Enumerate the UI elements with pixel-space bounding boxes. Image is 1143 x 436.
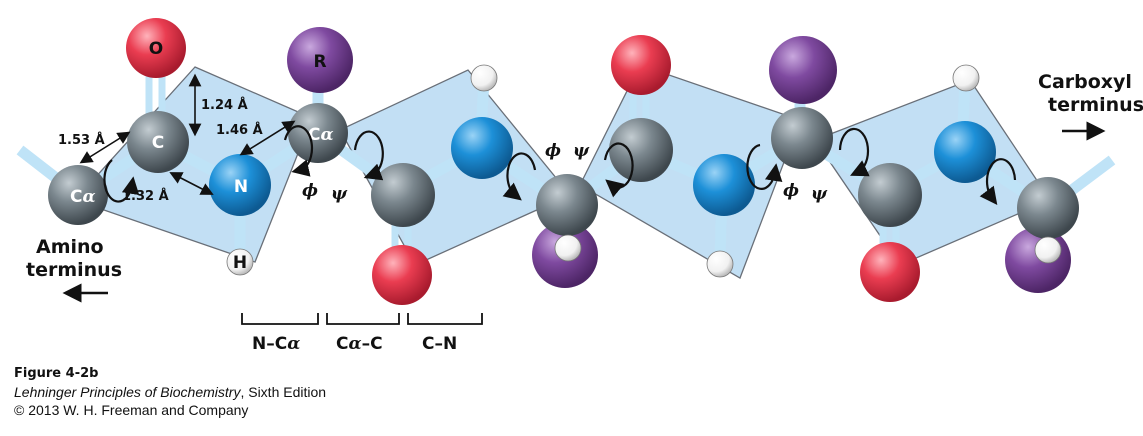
book-credit: Lehninger Principles of Biochemistry, Si…: [14, 384, 326, 400]
carboxyl-terminus-line2: terminus: [1048, 94, 1143, 116]
atom-nitrogen-1: [209, 154, 271, 216]
copyright: © 2013 W. H. Freeman and Company: [14, 402, 249, 418]
bracket-label-ca-c: Cα–C: [336, 334, 383, 354]
measure-ca-c: 1.53 Å: [58, 132, 105, 148]
atom-r-group-3: [769, 36, 837, 104]
atom-labels: O C N H R Cα Cα: [70, 39, 334, 273]
label-oxygen: O: [149, 39, 163, 59]
atom-nitrogen-3: [693, 154, 755, 216]
amino-terminus: Amino terminus: [26, 236, 122, 303]
torsion-angle-labels: ϕ ψ ϕ ψ ϕ ψ: [302, 141, 828, 204]
label-c-alpha-2: Cα: [308, 125, 334, 145]
psi-label-3: ψ: [811, 184, 828, 204]
measure-c-o: 1.24 Å: [201, 97, 248, 113]
atom-c-alpha-5: [1017, 177, 1079, 239]
atom-c-alpha-4: [771, 107, 833, 169]
atom-carbon-4: [858, 163, 922, 227]
figure-number: Figure 4-2b: [14, 366, 99, 381]
rotation-arrows: [103, 125, 1017, 206]
atom-oxygen-1: [126, 18, 186, 78]
atom-oxygen-2: [372, 245, 432, 305]
bracket-label-n-ca: N–Cα: [252, 334, 300, 354]
atom-nitrogen-4: [934, 121, 996, 183]
atom-hydrogen-1: [226, 248, 254, 276]
atom-c-alpha-1: [48, 165, 108, 225]
bond-labels: N–Cα Cα–C C–N: [252, 334, 457, 354]
bracket-label-ca-c-c: C: [336, 334, 348, 354]
label-c-alpha-1: Cα: [70, 187, 96, 207]
phi-label-1: ϕ: [302, 181, 318, 201]
bracket-label-ca-c-suffix: –C: [362, 334, 383, 354]
bracket-label-ca-c-sub: α: [348, 334, 361, 354]
label-carbon: C: [152, 133, 164, 153]
bond-brackets: [241, 313, 483, 325]
atom-carbon-1: [127, 111, 189, 173]
atom-hydrogen-3: [554, 234, 582, 262]
atom-carbon-3: [609, 118, 673, 182]
label-hydrogen: H: [233, 253, 247, 273]
amino-terminus-line2: terminus: [26, 259, 122, 281]
atom-oxygen-4: [860, 242, 920, 302]
atom-oxygen-3: [611, 35, 671, 95]
phi-label-3: ϕ: [783, 181, 799, 201]
atom-carbon-2: [371, 163, 435, 227]
psi-label-1: ψ: [331, 184, 348, 204]
label-r-group: R: [313, 52, 326, 72]
measure-n-ca: 1.46 Å: [216, 122, 263, 138]
carboxyl-terminus-line1: Carboxyl: [1038, 71, 1132, 93]
carboxyl-terminus: Carboxyl terminus: [1038, 71, 1143, 141]
bracket-label-c-n: C–N: [422, 334, 457, 354]
psi-label-2: ψ: [573, 141, 590, 161]
atom-r-group-1: [287, 27, 353, 93]
atom-hydrogen-5: [952, 64, 980, 92]
amino-terminus-line1: Amino: [36, 236, 104, 258]
atom-nitrogen-2: [451, 117, 513, 179]
label-c-alpha-2-sub: α: [320, 125, 333, 145]
atom-c-alpha-3: [536, 174, 598, 236]
book-edition: , Sixth Edition: [240, 384, 327, 400]
atoms: [48, 18, 1079, 305]
atom-c-alpha-2: [288, 103, 348, 163]
label-c-alpha-1-c: C: [70, 187, 82, 207]
label-c-alpha-1-sub: α: [82, 187, 95, 207]
atom-hydrogen-2: [470, 64, 498, 92]
atom-hydrogen-4: [706, 250, 734, 278]
book-title: Lehninger Principles of Biochemistry: [14, 384, 241, 400]
atom-hydrogen-6: [1034, 236, 1062, 264]
label-nitrogen: N: [234, 177, 248, 197]
measurement-arrows: [79, 73, 296, 195]
bracket-label-n-ca-sub: α: [287, 334, 300, 354]
phi-label-2: ϕ: [545, 141, 561, 161]
bracket-label-n-ca-text: N–C: [252, 334, 287, 354]
